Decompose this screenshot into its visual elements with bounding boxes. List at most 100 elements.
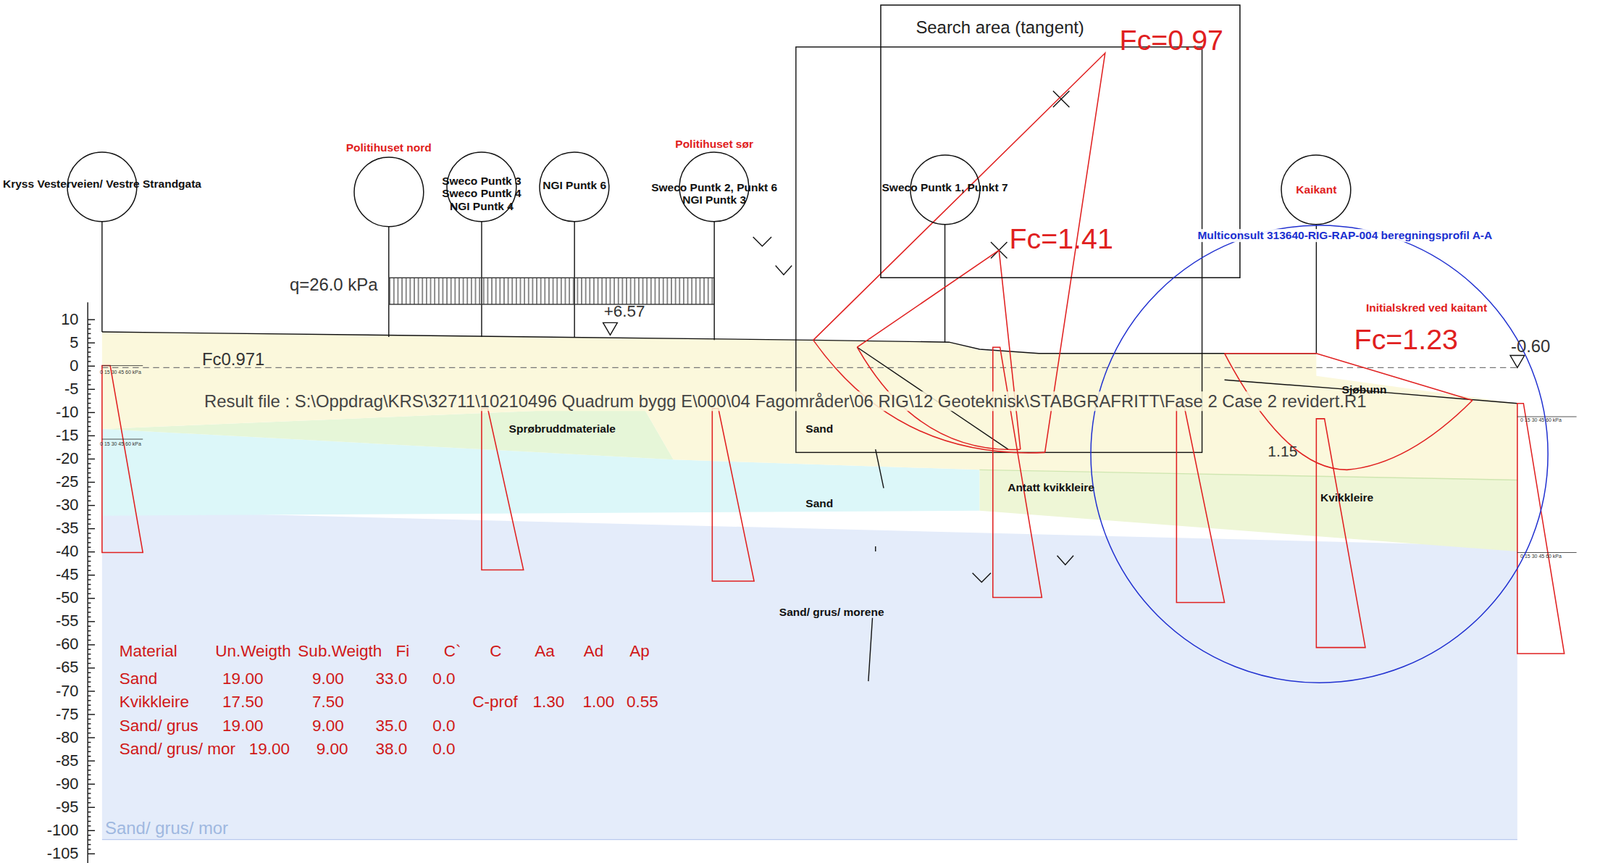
table-cell: 0.0 [432, 669, 455, 689]
annotation-label: 0 15 30 45 60 kPa [99, 441, 142, 447]
annotation-label: Result file : S:\Oppdrag\KRS\32711\10210… [202, 391, 1369, 411]
location-circle: Politihuset nord [354, 157, 424, 227]
table-cell: Fi [396, 641, 410, 661]
table-cell: 0.0 [432, 716, 455, 736]
table-cell: Material [119, 641, 178, 661]
table-cell: 19.00 [249, 739, 290, 759]
axis-tick-label: -90 [55, 774, 79, 793]
annotation-label: Sjøbunn [1342, 383, 1388, 397]
axis-tick-label: 10 [60, 310, 79, 329]
annotation-label: Sand [805, 496, 833, 510]
table-cell: 1.30 [532, 692, 565, 712]
axis-tick-label: -60 [55, 635, 79, 654]
axis-tick-label: -65 [55, 658, 79, 677]
axis-tick-label: -95 [55, 797, 79, 816]
axis-tick-label: -25 [55, 472, 79, 492]
table-cell: 9.00 [312, 716, 345, 736]
table-cell: C [489, 641, 502, 661]
table-cell: Sub.Weigth [297, 641, 382, 661]
profile-circle: Multiconsult 313640-RIG-RAP-004 beregnin… [1090, 225, 1548, 683]
annotation-label: Fc0.971 [202, 349, 265, 369]
location-circle: NGI Puntk 6 [539, 152, 610, 222]
table-cell: 19.00 [222, 669, 263, 689]
annotation-label: q=26.0 kPa [289, 274, 379, 295]
table-cell: Un.Weigth [215, 641, 292, 661]
annotation-label: 0 15 30 45 60 kPa [1520, 417, 1562, 423]
table-cell: Sand/ grus/ mor [119, 739, 236, 759]
node-text: Kaikant [1295, 183, 1337, 197]
node-text: Politihuset sør [675, 137, 754, 151]
annotation-label: Fc=1.23 [1354, 323, 1459, 356]
annotation-label: Sand [805, 422, 833, 436]
annotation-label: Antatt kvikkleire [1007, 481, 1095, 495]
axis-tick-label: -85 [55, 751, 79, 770]
slip-surfaces [102, 52, 1577, 654]
annotation-label: +6.57 [604, 302, 646, 321]
table-cell: 9.00 [312, 669, 345, 689]
annotation-label: 1.15 [1267, 442, 1298, 460]
axis-tick-label: -105 [47, 843, 79, 862]
annotation-label: Sand/ grus/ mor [105, 817, 229, 838]
table-cell: 9.00 [316, 739, 349, 759]
location-circle: Sweco Puntk 1, Punkt 7 [910, 155, 980, 225]
axis-tick-label: -10 [55, 403, 79, 422]
axis-tick-label: -50 [55, 588, 79, 607]
table-cell: Ad [583, 641, 605, 661]
node-text: Politihuset nord [346, 141, 432, 155]
axis-tick-label: -45 [55, 565, 79, 584]
table-cell: 7.50 [312, 692, 345, 712]
table-cell: C` [444, 641, 462, 661]
axis-tick-label: -75 [55, 704, 79, 723]
annotation-label: -0.60 [1510, 336, 1551, 356]
table-cell: 33.0 [375, 669, 408, 689]
axis-tick-label: -100 [47, 820, 79, 839]
ground-lines [87, 47, 1525, 863]
annotation-label: Fc=1.41 [1008, 222, 1113, 255]
table-cell: 17.50 [222, 692, 263, 712]
table-cell: Kvikkleire [119, 692, 190, 712]
soil-layers [102, 331, 1518, 840]
annotation-label: Sand/ grus/ morene [779, 605, 885, 619]
table-cell: C-prof [472, 692, 518, 712]
table-cell: 1.00 [582, 692, 615, 712]
circle-outline [354, 157, 424, 227]
table-cell: 19.00 [222, 716, 263, 736]
annotation-label: Sprøbruddmateriale [509, 422, 616, 436]
table-cell: Sand/ grus [119, 716, 199, 736]
axis-tick-label: 5 [69, 333, 79, 352]
node-text: Search area (tangent) [915, 17, 1084, 37]
axis-tick-label: -80 [55, 727, 79, 747]
table-cell: 0.55 [626, 692, 659, 712]
table-cell: Sand [119, 669, 158, 689]
axis-tick-label: -55 [55, 612, 79, 631]
table-cell: 38.0 [375, 739, 408, 759]
table-cell: Aa [534, 641, 555, 661]
location-circle: Kryss Vesterveien/ Vestre Strandgata [67, 152, 137, 222]
axis-tick-label: -35 [55, 519, 79, 538]
annotation-label: 0 15 30 45 60 kPa [99, 369, 142, 376]
location-circle: Politihuset sørSweco Puntk 2, Punkt 6 NG… [679, 152, 749, 222]
table-cell: 35.0 [375, 716, 408, 736]
axis-tick-label: -15 [55, 426, 79, 445]
axis-tick-label: 0 [69, 356, 79, 375]
node-text: Sweco Puntk 1, Punkt 7 [882, 181, 1009, 195]
table-cell: 0.0 [432, 739, 455, 759]
node-text: Kryss Vesterveien/ Vestre Strandgata [2, 177, 202, 191]
table-cell: Ap [629, 641, 650, 661]
axis-tick-label: -70 [55, 681, 79, 700]
circle-outline [1090, 225, 1548, 683]
node-text: NGI Puntk 6 [542, 178, 607, 192]
axis-tick-label: -20 [55, 449, 79, 468]
location-circle: Sweco Puntk 3 Sweco Puntk 4 NGI Puntk 4 [446, 152, 517, 222]
axis-tick-label: -30 [55, 496, 79, 515]
annotation-label: Fc=0.97 [1119, 24, 1224, 58]
annotation-label: Initialskred ved kaitant [1366, 302, 1488, 316]
node-text: Sweco Puntk 3 Sweco Puntk 4 NGI Puntk 4 [438, 174, 526, 213]
axis-tick-label: -5 [64, 380, 79, 399]
node-text: Multiconsult 313640-RIG-RAP-004 beregnin… [1195, 229, 1495, 243]
load-block [388, 277, 715, 305]
axis-ticks [87, 319, 95, 854]
annotation-label: Kvikkleire [1320, 491, 1374, 505]
node-text: Sweco Puntk 2, Punkt 6 NGI Puntk 3 [643, 181, 786, 208]
annotation-label: 0 15 30 45 60 kPa [1520, 553, 1562, 560]
